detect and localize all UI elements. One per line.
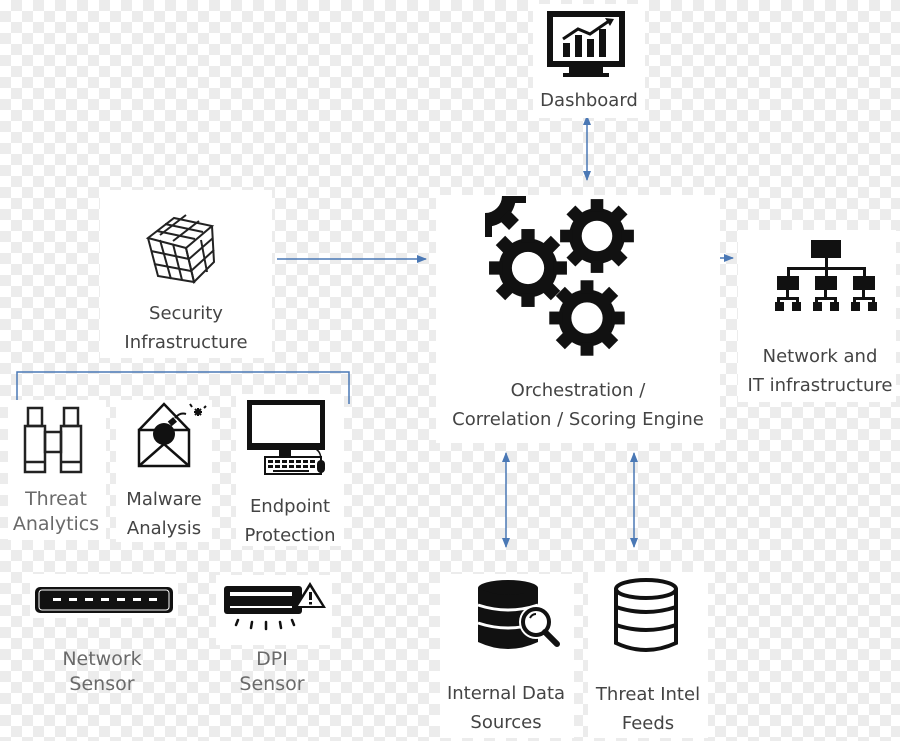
cube-icon [145,214,216,284]
dpi-sensor-label: DPI Sensor [239,648,305,695]
dpi-warning-icon [224,582,326,631]
sensor-device-icon [35,587,173,613]
gears-icon [485,196,634,356]
malware-analysis-label: Malware Analysis [126,489,202,539]
network-it-label: Network and IT infrastructure [747,346,893,396]
database-icon [614,578,678,652]
binoculars-icon [23,406,83,474]
network-sensor-label: Network Sensor [62,648,142,695]
internal-data-sources-label: Internal Data Sources [446,683,566,733]
computer-icon [247,400,325,475]
network-it-node [738,230,896,402]
envelope-bomb-icon [137,402,207,468]
security-infrastructure-label: Security Infrastructure [124,303,248,353]
engine-label: Orchestration / Correlation / Scoring En… [452,380,704,430]
security-infrastructure-node [100,190,272,358]
dashboard-chart-icon [547,11,625,77]
database-search-icon [477,580,560,649]
dashboard-label: Dashboard [540,90,638,111]
hierarchy-icon [775,240,877,311]
threat-intel-feeds-label: Threat Intel Feeds [595,684,701,734]
threat-analytics-label: Threat Analytics [12,488,100,535]
endpoint-protection-label: Endpoint Protection [244,496,336,546]
